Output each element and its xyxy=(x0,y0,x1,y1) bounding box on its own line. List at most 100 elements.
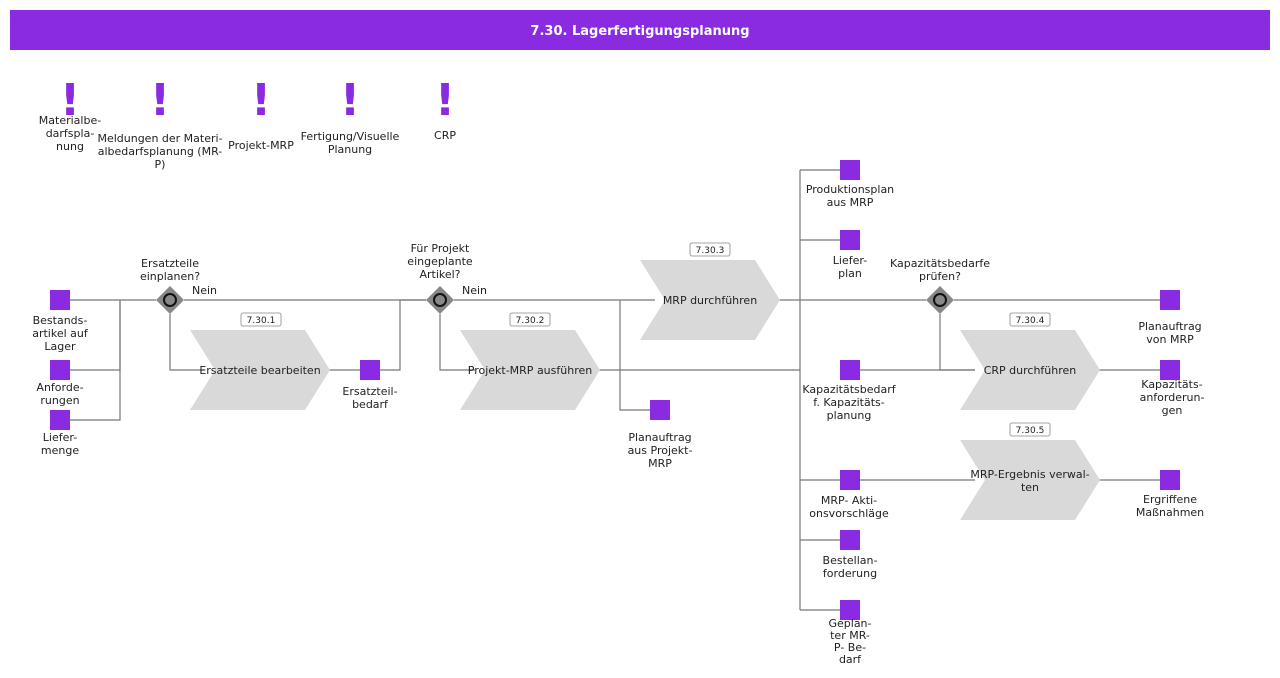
connector xyxy=(169,314,205,371)
function-id: 7.30.5 xyxy=(1016,426,1045,436)
data-square[interactable] xyxy=(840,360,860,380)
function-7-30-4[interactable]: 7.30.4 CRP durchführen xyxy=(960,312,1100,410)
gateway-branch-label: Nein xyxy=(192,284,217,297)
function-7-30-1[interactable]: 7.30.1 Ersatzteile bearbeiten xyxy=(190,312,330,410)
function-id-badge xyxy=(509,312,551,327)
data-label: Ersatzteil-bedarf xyxy=(342,385,397,411)
data-square[interactable] xyxy=(1160,360,1180,380)
input-square[interactable] xyxy=(50,290,70,310)
function-7-30-2[interactable]: 7.30.2 Projekt-MRP ausführen xyxy=(460,312,600,410)
function-id: 7.30.4 xyxy=(1016,316,1045,326)
function-7-30-3[interactable]: 7.30.3 MRP durchführen xyxy=(640,242,780,340)
exclamation-icon: ! xyxy=(340,75,360,126)
function-label: Ersatzteile bearbeiten xyxy=(199,364,320,377)
exclamation-icon: ! xyxy=(251,75,271,126)
data-square[interactable] xyxy=(840,470,860,490)
function-id: 7.30.3 xyxy=(696,246,725,256)
reference-label: Meldungen der Materi-albedarfsplanung (M… xyxy=(97,132,222,171)
function-id-badge xyxy=(689,242,731,257)
connector xyxy=(380,299,426,371)
gateway-diamond[interactable] xyxy=(156,286,184,314)
data-ersatzteilbedarf[interactable]: Ersatzteil-bedarf xyxy=(342,360,398,411)
function-label: MRP durchführen xyxy=(663,294,757,307)
connector xyxy=(439,314,475,371)
exclamation-icon: ! xyxy=(435,75,455,126)
connector xyxy=(619,300,650,411)
data-square[interactable] xyxy=(840,160,860,180)
function-chevron[interactable] xyxy=(960,440,1100,520)
data-geplanter-mrp-bedarf[interactable]: Geplan-ter MR-P- Be-darf xyxy=(828,600,872,666)
function-chevron[interactable] xyxy=(960,330,1100,410)
data-square[interactable] xyxy=(360,360,380,380)
data-square[interactable] xyxy=(840,600,860,620)
reference-label: Projekt-MRP xyxy=(228,139,294,152)
gateway-circle-icon xyxy=(163,293,177,307)
data-label: Bestellan-forderung xyxy=(823,554,878,580)
function-chevron[interactable] xyxy=(640,260,780,340)
function-chevron[interactable] xyxy=(460,330,600,410)
data-square[interactable] xyxy=(1160,290,1180,310)
gateway-circle-icon xyxy=(433,293,447,307)
data-lieferplan[interactable]: Liefer-plan xyxy=(833,230,867,280)
function-label: MRP-Ergebnis verwal-ten xyxy=(970,468,1089,494)
exclamation-icon: ! xyxy=(150,75,170,126)
function-id: 7.30.1 xyxy=(247,316,276,326)
gateway-diamond[interactable] xyxy=(926,286,954,314)
function-id: 7.30.2 xyxy=(516,316,545,326)
connectors xyxy=(70,169,1160,611)
data-bestellanforderung[interactable]: Bestellan-forderung xyxy=(823,530,878,580)
function-chevron[interactable] xyxy=(190,330,330,410)
input-square[interactable] xyxy=(50,410,70,430)
page-title: 7.30. Lagerfertigungsplanung xyxy=(530,24,749,39)
connector xyxy=(70,300,121,421)
data-label: Geplan-ter MR-P- Be-darf xyxy=(828,617,871,666)
data-square[interactable] xyxy=(840,530,860,550)
exclamation-icon: ! xyxy=(60,75,80,126)
input-anforderungen[interactable]: Anforde-rungen xyxy=(36,360,84,407)
input-label: Liefer-menge xyxy=(41,431,79,457)
gateway-branch-label: Nein xyxy=(462,284,487,297)
function-id-badge xyxy=(1009,422,1051,437)
reference-meldungen-mrp: ! Meldungen der Materi-albedarfsplanung … xyxy=(97,75,222,171)
reference-projekt-mrp: ! Projekt-MRP xyxy=(228,75,294,152)
input-liefermenge[interactable]: Liefer-menge xyxy=(41,410,79,457)
gateway-circle-icon xyxy=(933,293,947,307)
reference-label: Materialbe-darfspla-nung xyxy=(39,114,101,153)
function-id-badge xyxy=(240,312,282,327)
input-square[interactable] xyxy=(50,360,70,380)
function-id-badge xyxy=(1009,312,1051,327)
gateway-diamond[interactable] xyxy=(426,286,454,314)
data-square[interactable] xyxy=(1160,470,1180,490)
reference-label: CRP xyxy=(434,129,456,142)
reference-materialbedarfsplanung: ! Materialbe-darfspla-nung xyxy=(39,75,101,153)
data-mrp-aktionsvorschlaege[interactable]: MRP- Akti-onsvorschläge xyxy=(809,470,889,520)
function-7-30-5[interactable]: 7.30.5 MRP-Ergebnis verwal-ten xyxy=(960,422,1100,520)
header-bar xyxy=(10,10,1270,50)
data-square[interactable] xyxy=(840,230,860,250)
data-square[interactable] xyxy=(650,400,670,420)
data-label: Kapazitäts-anforderun-gen xyxy=(1140,378,1205,417)
data-kapazitaetsanforderungen[interactable]: Kapazitäts-anforderun-gen xyxy=(1140,360,1205,417)
input-label: Anforde-rungen xyxy=(36,381,83,407)
function-label: CRP durchführen xyxy=(984,364,1077,377)
